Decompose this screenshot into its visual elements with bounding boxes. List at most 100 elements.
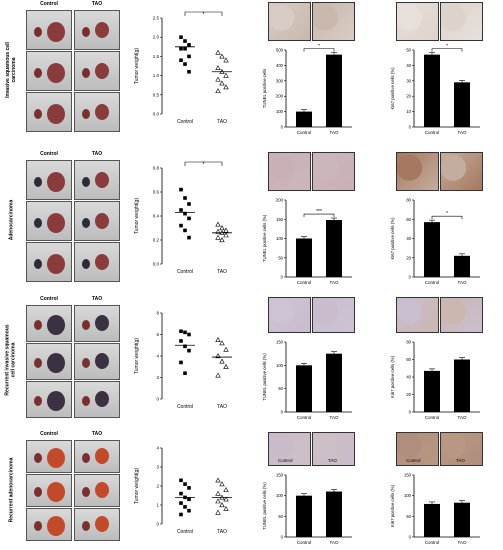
x-tick-label: TAO bbox=[330, 415, 339, 420]
tumor-tissue bbox=[82, 358, 90, 368]
photo-header-tao: TAO bbox=[91, 431, 103, 437]
data-point-control bbox=[179, 360, 183, 365]
row-label: Invasive squamous cell carcinoma bbox=[0, 2, 22, 138]
significance-bracket bbox=[184, 161, 223, 166]
x-tick-label: TAO bbox=[458, 415, 467, 420]
data-point-control bbox=[179, 512, 183, 517]
x-tick-label: Control bbox=[177, 529, 193, 535]
bar-control bbox=[296, 238, 312, 277]
data-point-control bbox=[179, 339, 183, 343]
data-point-tao bbox=[223, 72, 229, 78]
data-point-control bbox=[187, 202, 191, 206]
tumor-photo-control bbox=[26, 92, 72, 132]
y-tick-label: 40 bbox=[406, 236, 411, 241]
y-axis-label: Tumor weight(g) bbox=[134, 338, 140, 375]
bar-tao bbox=[326, 220, 342, 277]
ihc-image-control bbox=[268, 297, 311, 333]
tumor-tissue bbox=[34, 453, 42, 463]
row-label-text: Recurrent adenocarcinoma bbox=[8, 457, 14, 523]
tumor-photo-control bbox=[26, 305, 72, 342]
data-point-tao bbox=[219, 481, 225, 487]
bar-control bbox=[424, 503, 440, 537]
data-point-control bbox=[187, 216, 191, 221]
tumor-tissue bbox=[47, 103, 65, 124]
x-tick-label: Control bbox=[425, 130, 440, 135]
significance-bracket bbox=[431, 215, 463, 220]
ihc-label-control: Control bbox=[406, 458, 421, 463]
x-tick-label: Control bbox=[425, 415, 440, 420]
tumor-photo-control bbox=[26, 51, 72, 91]
ihc-image-tao bbox=[440, 152, 483, 191]
y-tick-label: 40 bbox=[406, 63, 411, 68]
data-point-tao bbox=[219, 53, 225, 59]
significance-marker: * bbox=[203, 12, 205, 18]
y-tick-label: 0.8 bbox=[153, 166, 160, 171]
data-point-tao bbox=[215, 65, 221, 71]
data-point-control bbox=[187, 486, 191, 490]
tumor-tissue bbox=[34, 487, 42, 497]
bar-control bbox=[424, 54, 440, 128]
y-tick-label: 2 bbox=[156, 484, 159, 489]
significance-marker: * bbox=[446, 211, 448, 217]
tumor-tissue bbox=[82, 67, 90, 78]
ihc-image-tao bbox=[312, 152, 355, 191]
tumor-photo-tao bbox=[74, 381, 120, 418]
data-point-tao bbox=[215, 88, 221, 94]
tumor-tissue bbox=[47, 21, 65, 42]
x-tick-label: TAO bbox=[458, 280, 467, 285]
y-tick-label: 0 bbox=[409, 125, 412, 130]
ihc-image-control bbox=[396, 152, 439, 191]
data-point-tao bbox=[215, 337, 221, 342]
bar-control bbox=[424, 222, 440, 277]
y-tick-label: 60 bbox=[406, 357, 411, 362]
data-point-tao bbox=[219, 237, 225, 243]
data-point-control bbox=[179, 208, 183, 212]
y-tick-label: 10 bbox=[406, 109, 411, 114]
y-tick-label: 4 bbox=[156, 446, 159, 451]
ihc-image-control bbox=[396, 297, 439, 333]
y-tick-label: 100 bbox=[276, 109, 284, 114]
y-tick-label: 50 bbox=[406, 514, 411, 519]
tumor-tissue bbox=[34, 258, 42, 269]
y-tick-label: 50 bbox=[278, 514, 283, 519]
tumor-photo-control bbox=[26, 201, 72, 241]
y-tick-label: 150 bbox=[276, 473, 284, 478]
tumor-photo-tao bbox=[74, 440, 120, 473]
y-tick-label: 30 bbox=[406, 78, 411, 83]
y-axis-label: Ki67 positive cells (%) bbox=[390, 484, 395, 527]
data-point-control bbox=[179, 478, 183, 483]
y-tick-label: 3 bbox=[156, 465, 159, 470]
bar-control bbox=[296, 111, 312, 127]
tumor-tissue bbox=[47, 516, 65, 536]
data-point-control bbox=[179, 187, 183, 192]
x-tick-label: Control bbox=[177, 404, 193, 410]
row-label: Recurrent adenocarcinoma bbox=[0, 432, 22, 548]
data-point-control bbox=[187, 497, 191, 502]
photo-header-control: Control bbox=[40, 1, 58, 7]
x-tick-label: Control bbox=[297, 280, 312, 285]
ihc-image-tao bbox=[440, 2, 483, 41]
tumor-tissue bbox=[82, 453, 90, 463]
bar-tao bbox=[326, 353, 342, 412]
y-tick-label: 80 bbox=[406, 340, 411, 345]
y-tick-label: 60 bbox=[406, 217, 411, 222]
y-tick-label: 0 bbox=[156, 397, 159, 402]
x-tick-label: TAO bbox=[217, 269, 227, 275]
x-tick-label: TAO bbox=[330, 280, 339, 285]
tumor-tissue bbox=[47, 212, 65, 233]
tumor-tissue bbox=[82, 521, 90, 531]
ihc-image-tao bbox=[312, 432, 355, 466]
tumor-tissue bbox=[47, 315, 65, 335]
tumor-tissue bbox=[95, 212, 109, 229]
tumor-photo-tao bbox=[74, 508, 120, 541]
y-tick-label: 0 bbox=[281, 410, 284, 415]
data-point-control bbox=[183, 228, 187, 233]
tumor-tissue bbox=[82, 176, 90, 187]
bar-tao bbox=[454, 359, 470, 412]
data-point-tao bbox=[223, 57, 229, 63]
